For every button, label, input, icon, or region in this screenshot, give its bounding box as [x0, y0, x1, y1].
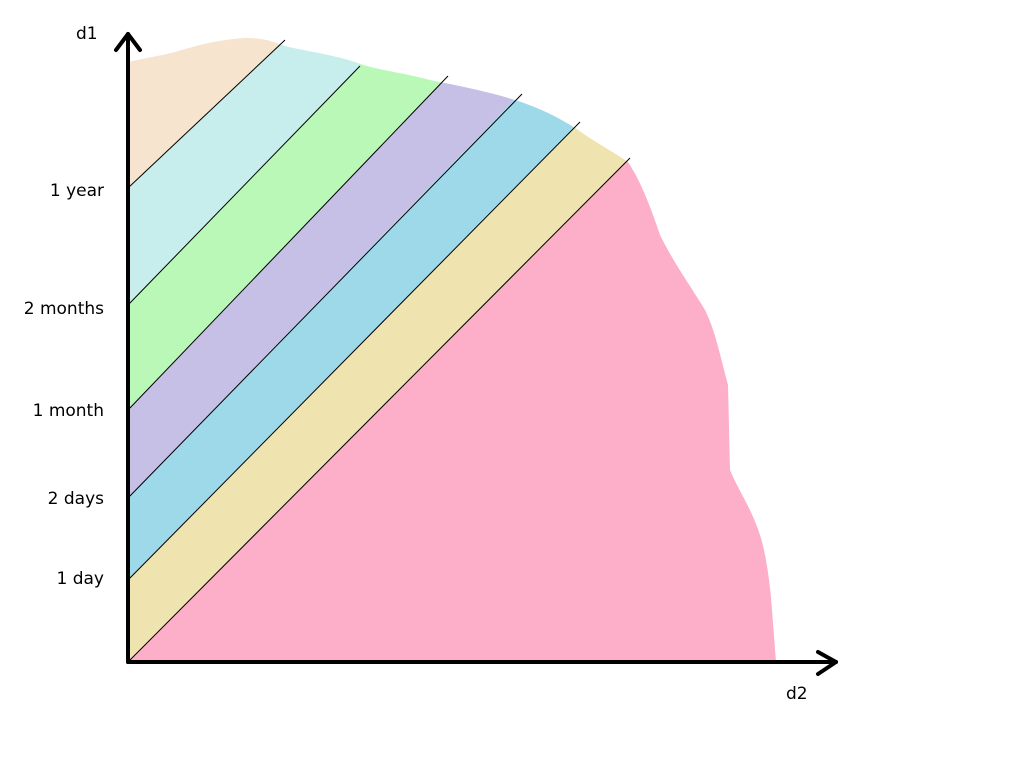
boundary-line — [127, 75, 449, 411]
band-5 — [128, 38, 580, 580]
band-1 — [128, 38, 285, 188]
tick-label: 1 month — [32, 401, 104, 421]
tick-label: 1 year — [49, 181, 104, 201]
band-2 — [128, 38, 360, 305]
tick-label: 1 day — [56, 569, 105, 589]
boundary-line — [127, 93, 523, 499]
boundary-line — [127, 157, 631, 663]
boundary-line — [127, 65, 361, 306]
band-3 — [128, 38, 448, 410]
band-6 — [128, 38, 630, 662]
band-7 — [128, 38, 776, 662]
y-axis-label: d1 — [76, 24, 98, 44]
tick-label: 2 days — [47, 489, 104, 509]
x-axis-arrow — [816, 650, 838, 676]
x-axis-label: d2 — [786, 684, 808, 704]
y-axis-arrow — [114, 32, 142, 52]
boundary-line — [127, 39, 286, 189]
tick-label: 2 months — [23, 299, 104, 319]
band-boundaries — [127, 39, 631, 663]
boundary-line — [127, 121, 581, 581]
band-4 — [128, 38, 522, 498]
